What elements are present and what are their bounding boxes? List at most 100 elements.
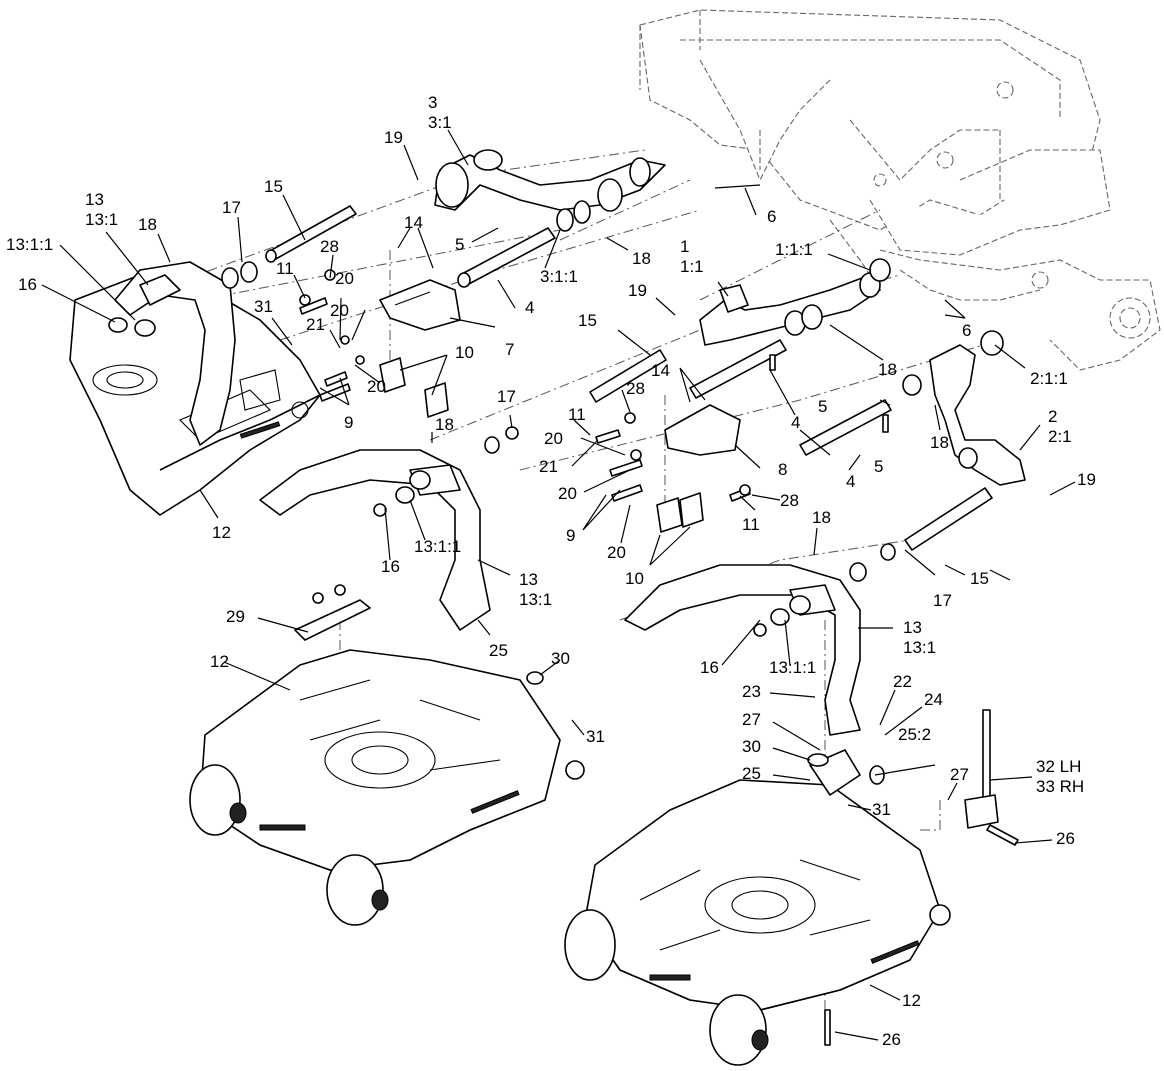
callout-27: 27 <box>742 710 761 729</box>
callout-18: 18 <box>632 249 651 268</box>
leaders <box>41 129 1076 1041</box>
callout-20: 20 <box>558 484 577 503</box>
bracket-7 <box>379 279 461 331</box>
callout-6: 6 <box>962 321 971 340</box>
callout-18: 18 <box>138 215 157 234</box>
callout-31: 31 <box>254 297 273 316</box>
plate-29 <box>294 584 371 641</box>
callout-4: 4 <box>846 472 855 491</box>
callout-16: 16 <box>18 275 37 294</box>
callout-17: 17 <box>222 198 241 217</box>
callout-28: 28 <box>626 379 645 398</box>
callout-14: 14 <box>651 361 670 380</box>
callout-19: 19 <box>628 281 647 300</box>
callout-13-1-1: 13:1:1 <box>6 235 53 254</box>
callout-31: 31 <box>872 800 891 819</box>
left-deck-top <box>69 274 321 516</box>
callout-22: 22 <box>893 672 912 691</box>
callout-21: 21 <box>306 315 325 334</box>
callout-12: 12 <box>212 523 231 542</box>
pin-4-top <box>457 227 556 288</box>
arm-13-right <box>624 564 861 736</box>
callout-4: 4 <box>525 298 534 317</box>
part-3-arm <box>434 149 666 212</box>
callout-31: 31 <box>586 727 605 746</box>
callout-13-1-1: 13:1:1 <box>414 537 461 556</box>
callout-20: 20 <box>607 543 626 562</box>
pins-center <box>589 339 892 456</box>
callout-17: 17 <box>933 591 952 610</box>
callout-1-1-1: 1:1:1 <box>775 240 813 259</box>
callout-30: 30 <box>551 649 570 668</box>
callout-15: 15 <box>970 569 989 588</box>
callout-11: 11 <box>742 515 760 534</box>
callout-26: 26 <box>882 1030 901 1049</box>
blocks-10-center <box>656 492 704 533</box>
callout-20: 20 <box>367 377 386 396</box>
callout-3-1-1: 3:1:1 <box>540 267 578 286</box>
callout-2-1-1: 2:1:1 <box>1030 369 1068 388</box>
callout-5: 5 <box>818 397 827 416</box>
callout-20: 20 <box>330 301 349 320</box>
bracket-25-right <box>807 749 885 796</box>
left-arm-upper <box>108 261 236 446</box>
handle-32-33 <box>964 709 1019 846</box>
tractor-frame <box>639 9 1161 371</box>
callout-25-2: 25:2 <box>898 725 931 744</box>
callout-15: 15 <box>578 311 597 330</box>
callout-29: 29 <box>226 607 245 626</box>
callout-18: 18 <box>812 508 831 527</box>
callout-30: 30 <box>742 737 761 756</box>
callout-19: 19 <box>1077 470 1096 489</box>
callout-20: 20 <box>544 429 563 448</box>
callout-25: 25 <box>742 764 761 783</box>
callout-12: 12 <box>210 652 229 671</box>
blocks-10-left <box>379 357 449 418</box>
callout-16: 16 <box>700 658 719 677</box>
callout-6: 6 <box>767 207 776 226</box>
callout-27: 27 <box>950 765 969 784</box>
callout-7: 7 <box>505 340 514 359</box>
callout-21: 21 <box>539 457 558 476</box>
callout-16: 16 <box>381 557 400 576</box>
callout-4: 4 <box>791 413 800 432</box>
callout-17: 17 <box>497 387 516 406</box>
callout-20: 20 <box>335 269 354 288</box>
callout-24: 24 <box>924 690 943 709</box>
callout-18: 18 <box>930 433 949 452</box>
deck-12-right <box>564 779 951 1066</box>
bolts-26 <box>824 1009 831 1046</box>
callout-11: 11 <box>568 405 586 424</box>
callout-28: 28 <box>780 491 799 510</box>
part-2-arm <box>902 330 1026 486</box>
callout-19: 19 <box>384 128 403 147</box>
callout-28: 28 <box>320 237 339 256</box>
callout-10: 10 <box>625 569 644 588</box>
pin-15-right <box>849 487 993 582</box>
callout-12: 12 <box>902 991 921 1010</box>
callout-15: 15 <box>264 177 283 196</box>
pin-15-top <box>265 205 357 263</box>
callout-9: 9 <box>344 413 353 432</box>
arm-13-middle <box>259 449 491 631</box>
callout-23: 23 <box>742 682 761 701</box>
callout-10: 10 <box>455 343 474 362</box>
callout-5: 5 <box>455 235 464 254</box>
callout-18: 18 <box>435 415 454 434</box>
callout-5: 5 <box>874 457 883 476</box>
deck-12-left <box>189 649 585 926</box>
bushings-left <box>221 157 651 402</box>
callout-11: 11 <box>276 259 294 278</box>
callout-9: 9 <box>566 526 575 545</box>
callout-18: 18 <box>878 360 897 379</box>
callout-25: 25 <box>489 641 508 660</box>
